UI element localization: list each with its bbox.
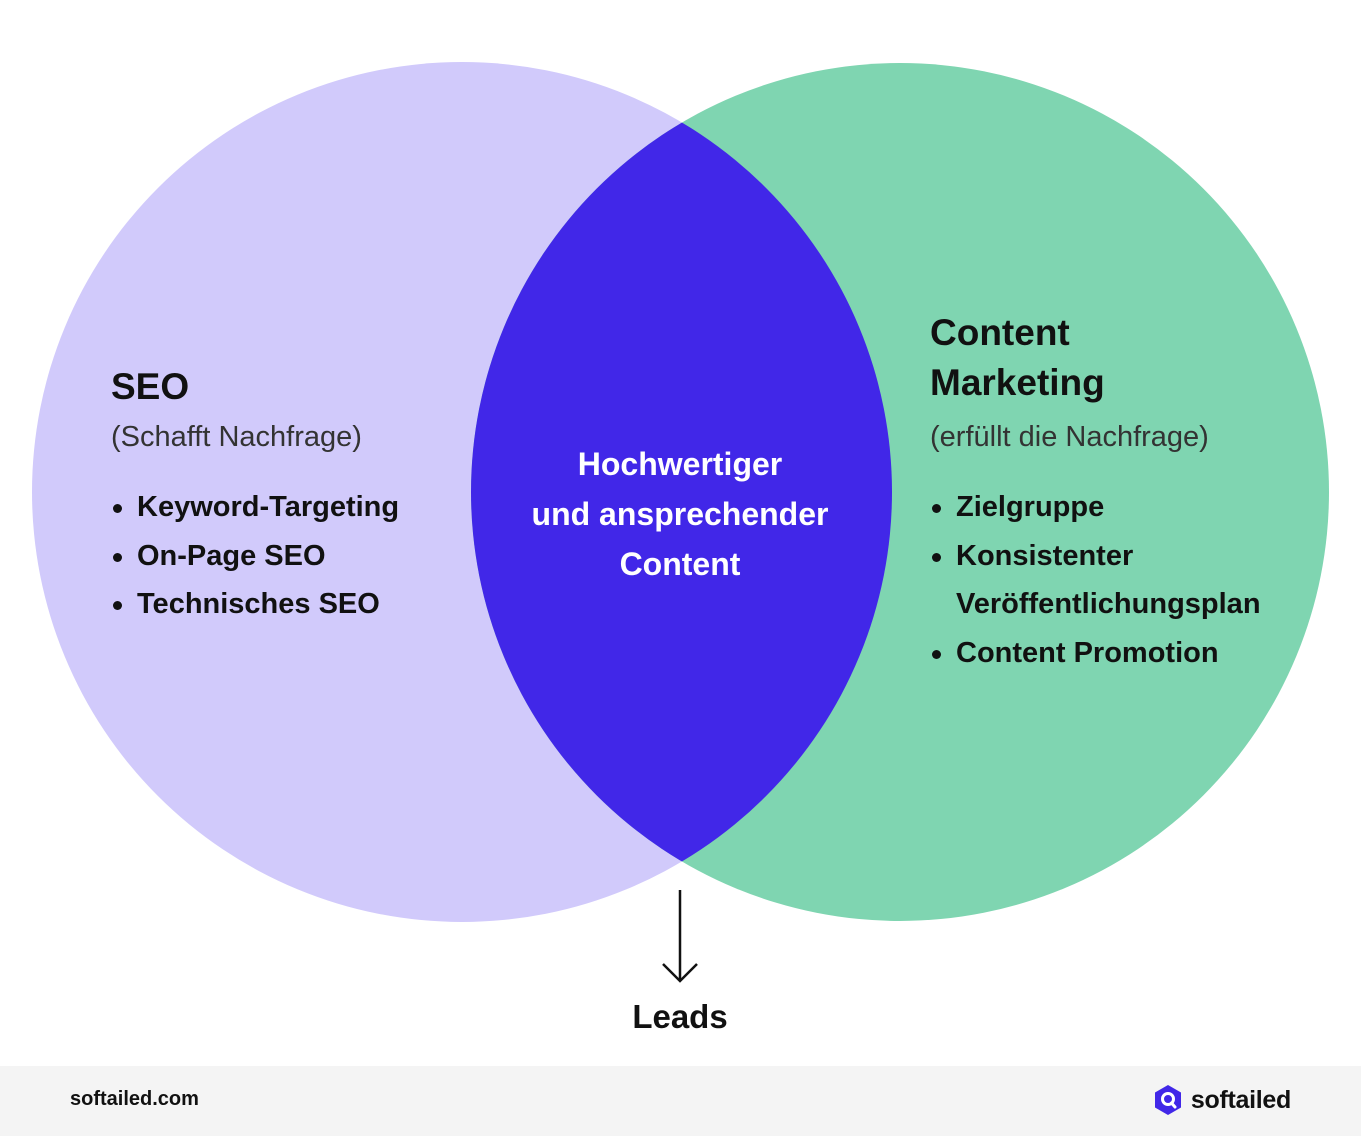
content-marketing-title-line1: Content bbox=[930, 312, 1070, 353]
venn-graphic bbox=[32, 62, 1329, 983]
brand-name: softailed bbox=[1190, 1085, 1291, 1114]
overlap-region bbox=[471, 63, 892, 921]
overlap-line: und ansprechender bbox=[531, 496, 829, 532]
venn-diagram: SEO (Schafft Nachfrage) Keyword-Targetin… bbox=[32, 62, 1329, 1035]
seo-title: SEO bbox=[111, 366, 190, 407]
overlap-line: Hochwertiger bbox=[577, 446, 783, 482]
brand-logo: softailed bbox=[1153, 1082, 1291, 1118]
list-item: Technisches SEO bbox=[111, 580, 399, 629]
softailed-logo-icon bbox=[1154, 1085, 1181, 1115]
overlap-label: Hochwertiger und ansprechender Content bbox=[470, 439, 890, 589]
list-item: Zielgruppe bbox=[930, 483, 1286, 532]
overlap-line: Content bbox=[619, 546, 741, 582]
footer: softailed.com softailed bbox=[0, 1066, 1361, 1136]
content-marketing-list: Zielgruppe Konsistenter Veröffentlichung… bbox=[930, 483, 1286, 677]
seo-subtitle: (Schafft Nachfrage) bbox=[111, 421, 362, 453]
list-item: On-Page SEO bbox=[111, 532, 399, 581]
content-marketing-subtitle: (erfüllt die Nachfrage) bbox=[930, 421, 1209, 453]
seo-list: Keyword-Targeting On-Page SEO Technische… bbox=[111, 483, 399, 629]
leads-label: Leads bbox=[632, 998, 728, 1035]
list-item: Content Promotion bbox=[930, 629, 1286, 678]
list-item: Konsistenter Veröffentlichungsplan bbox=[930, 532, 1286, 629]
footer-domain: softailed.com bbox=[70, 1088, 199, 1110]
content-marketing-title-line2: Marketing bbox=[930, 362, 1105, 403]
list-item: Keyword-Targeting bbox=[111, 483, 399, 532]
arrow-down-icon bbox=[662, 890, 698, 983]
